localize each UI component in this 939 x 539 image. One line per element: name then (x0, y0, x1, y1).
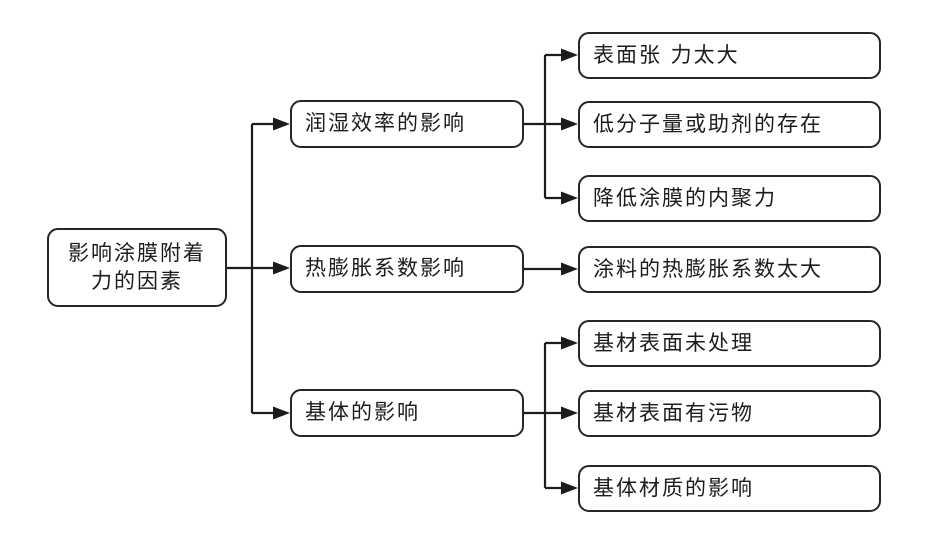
arrow-icon (561, 336, 578, 350)
root-label-line1: 影响涂膜附着 (68, 241, 206, 266)
arrow-icon (561, 481, 578, 495)
arrow-icon (273, 406, 290, 420)
leaf-label: 表面张 力太大 (593, 42, 740, 67)
leaf-label: 基材表面未处理 (593, 330, 754, 355)
leaf-substrate-material-influence: 基体材质的影响 (578, 465, 881, 512)
leaf-substrate-surface-untreated: 基材表面未处理 (578, 320, 881, 367)
leaf-surface-tension-too-high: 表面张 力太大 (578, 32, 881, 79)
arrow-icon (273, 261, 290, 275)
arrow-icon (561, 117, 578, 131)
root-label-line2: 力的因素 (91, 268, 183, 293)
node-wetting-efficiency: 润湿效率的影响 (290, 100, 524, 148)
arrow-icon (561, 191, 578, 205)
leaf-label: 基材表面有污物 (593, 400, 754, 425)
branch-label: 基体的影响 (305, 400, 420, 425)
node-thermal-expansion: 热膨胀系数影响 (290, 245, 524, 293)
arrow-icon (561, 262, 578, 276)
leaf-coating-expansion-too-high: 涂料的热膨胀系数太大 (578, 246, 881, 293)
leaf-low-molecular-weight-or-additives: 低分子量或助剂的存在 (578, 101, 881, 148)
leaf-reduced-film-cohesion: 降低涂膜的内聚力 (578, 175, 881, 222)
arrow-icon (561, 406, 578, 420)
leaf-substrate-surface-contaminated: 基材表面有污物 (578, 390, 881, 437)
leaf-label: 涂料的热膨胀系数太大 (593, 256, 823, 281)
arrow-icon (561, 48, 578, 62)
branch-label: 热膨胀系数影响 (305, 256, 466, 281)
arrow-icon (273, 117, 290, 131)
leaf-label: 降低涂膜的内聚力 (593, 185, 777, 210)
node-substrate-influence: 基体的影响 (290, 389, 524, 437)
node-root-adhesion-factors: 影响涂膜附着 力的因素 (47, 228, 227, 307)
leaf-label: 低分子量或助剂的存在 (593, 111, 823, 136)
leaf-label: 基体材质的影响 (593, 475, 754, 500)
branch-label: 润湿效率的影响 (305, 111, 466, 136)
